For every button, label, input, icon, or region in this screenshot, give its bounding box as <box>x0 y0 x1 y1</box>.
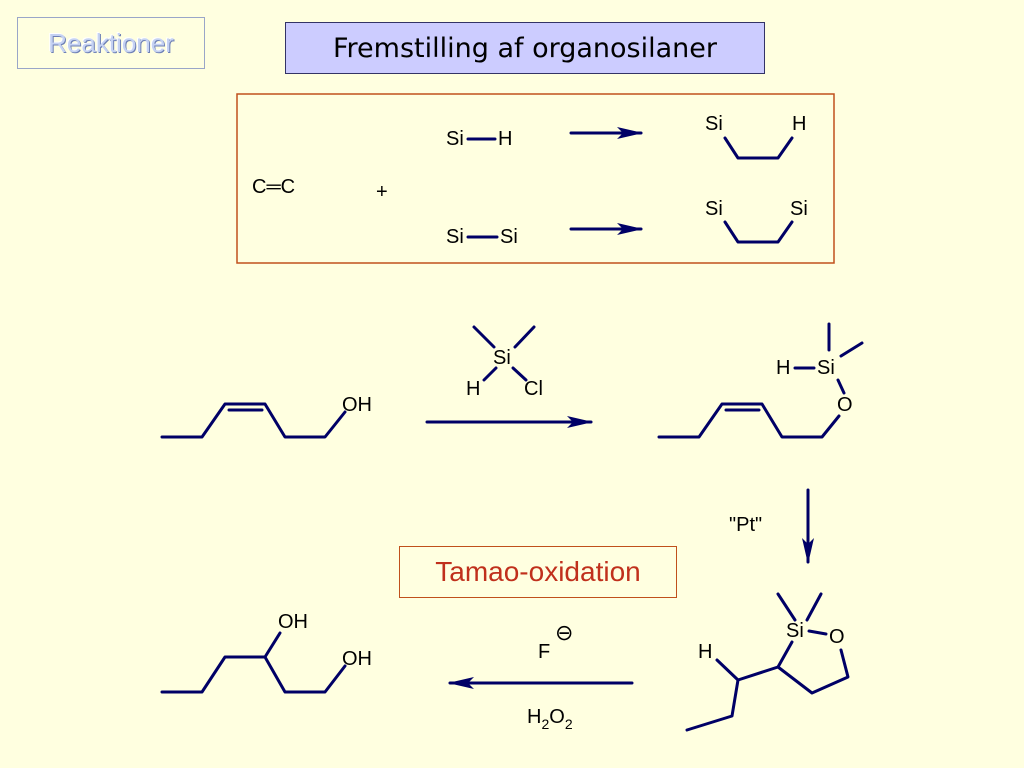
catalyst-label: "Pt" <box>729 514 762 536</box>
atom-h: H <box>466 378 480 400</box>
oxasilolane-molecule: Si O H <box>685 592 850 732</box>
atom-h: H <box>498 128 512 150</box>
section-label-text: Reaktioner <box>48 27 174 58</box>
atom-si: Si <box>446 128 464 150</box>
hydroxyl-label: OH <box>342 394 372 416</box>
fluoride-label: F <box>538 641 550 663</box>
atom-h: H <box>792 113 806 135</box>
disilane: Si Si <box>446 226 518 248</box>
hydroxyl-label-top: OH <box>278 611 308 633</box>
atom-si: Si <box>790 198 808 220</box>
atom-si: Si <box>705 113 723 135</box>
atom-si: Si <box>500 226 518 248</box>
fluoride-charge: ⊖ <box>555 620 573 645</box>
silyl-ether-molecule: O Si H <box>657 322 864 439</box>
hydrosilylation-product: Si H <box>705 113 806 160</box>
atom-h: H <box>698 641 712 663</box>
atom-si: Si <box>446 226 464 248</box>
disilylation-product: Si Si <box>705 198 808 244</box>
scheme1-box: C═C + Si H Si Si Si H Si Si <box>236 93 835 264</box>
page-title: Fremstilling af organosilaner <box>285 22 765 74</box>
atom-si: Si <box>817 357 835 379</box>
atom-o: O <box>829 626 845 648</box>
hexenol-molecule: OH <box>160 394 372 439</box>
atom-cl: Cl <box>524 378 543 400</box>
chlorosilane-reagent: Si H Cl <box>466 325 543 400</box>
atom-si: Si <box>786 620 804 642</box>
ethylene: C═C <box>252 176 295 198</box>
hydrosilane: Si H <box>446 128 512 150</box>
atom-h: H <box>776 357 790 379</box>
tamao-oxidation-label: Tamao-oxidation <box>399 546 677 598</box>
ethylene-formula: C═C <box>252 176 295 198</box>
section-label: Reaktioner <box>17 17 205 69</box>
hydroxyl-label-right: OH <box>342 648 372 670</box>
plus-sign: + <box>376 181 388 203</box>
atom-o: O <box>837 394 853 416</box>
atom-si: Si <box>493 347 511 369</box>
diol-molecule: OH OH <box>160 611 372 694</box>
peroxide-label: H2O2 <box>527 706 573 732</box>
atom-si: Si <box>705 198 723 220</box>
